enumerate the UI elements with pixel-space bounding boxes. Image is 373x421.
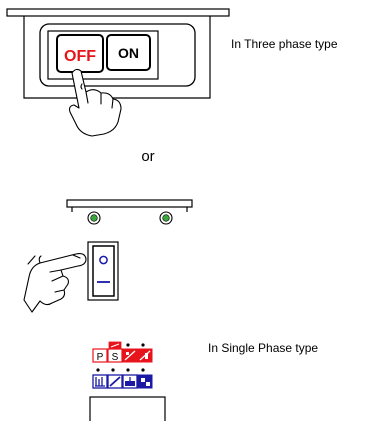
on-button-label: ON	[118, 45, 139, 61]
panel-housing	[23, 16, 211, 99]
key-blue-1-icon[interactable]	[92, 374, 108, 389]
lamp-right-icon	[159, 211, 173, 225]
rocker-switch-panel	[23, 199, 193, 313]
switch-frame	[47, 30, 159, 80]
key-s-label: S	[112, 352, 119, 363]
pointing-hand-left-icon	[23, 253, 87, 313]
key-red-4-icon[interactable]	[137, 348, 153, 363]
key-s[interactable]: S	[107, 341, 123, 363]
three-phase-caption: In Three phase type	[231, 37, 338, 51]
switch-bezel	[39, 23, 196, 87]
rocker-switch[interactable]	[87, 241, 119, 301]
rocker-off-mark	[99, 255, 108, 265]
pointing-hand-icon	[68, 68, 122, 137]
lamp-left-icon	[87, 211, 101, 225]
on-button[interactable]	[106, 34, 151, 71]
single-phase-keypad: P S	[89, 341, 318, 421]
key-blue-4-icon[interactable]	[137, 374, 153, 389]
three-phase-switch-panel: OFF ON In Three phase type	[6, 8, 338, 137]
single-phase-caption: In Single Phase type	[208, 341, 318, 355]
key-p[interactable]: P	[92, 348, 108, 363]
key-blue-3-icon[interactable]	[122, 374, 138, 389]
display-box	[89, 396, 166, 421]
key-p-label: P	[97, 352, 104, 363]
separator-or: or	[141, 148, 154, 165]
shelf-bar	[66, 199, 193, 208]
off-button-label: OFF	[64, 48, 96, 65]
key-red-3-icon[interactable]	[122, 348, 138, 363]
key-blue-2-icon[interactable]	[107, 374, 123, 389]
panel-top-bar	[6, 8, 230, 17]
